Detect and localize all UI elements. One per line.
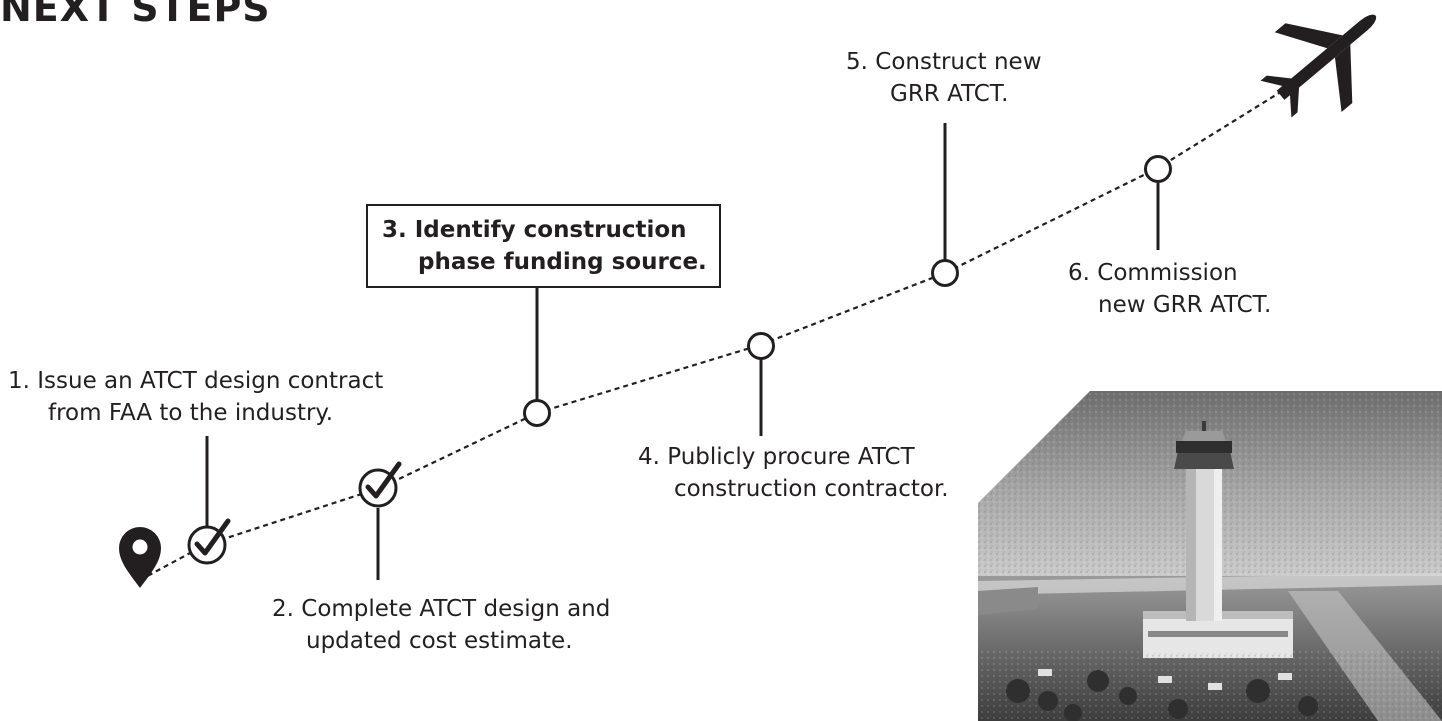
step-5-label: 5. Construct new GRR ATCT. <box>846 49 1042 107</box>
step-1-checkmark-circle-icon <box>187 518 231 565</box>
step-5-milestone-circle-icon <box>931 259 959 287</box>
step-4-label: 4. Publicly procure ATCT construction co… <box>638 444 949 502</box>
step-3-milestone-circle-icon <box>523 399 551 427</box>
step-6-milestone-circle-icon <box>1144 155 1172 183</box>
airplane-icon <box>1260 14 1377 118</box>
location-pin-icon <box>119 527 161 588</box>
step-2-label: 2. Complete ATCT design and updated cost… <box>272 596 611 654</box>
step-1-label: 1. Issue an ATCT design contract from FA… <box>8 368 384 426</box>
step-6-label: 6. Commission new GRR ATCT. <box>1068 260 1272 318</box>
control-tower-photo <box>978 391 1442 721</box>
step-3-label: 3. Identify construction phase funding s… <box>366 204 721 288</box>
step-4-milestone-circle-icon <box>747 332 775 360</box>
step-2-checkmark-circle-icon <box>358 461 402 508</box>
page-title: NEXT STEPS <box>0 0 271 30</box>
